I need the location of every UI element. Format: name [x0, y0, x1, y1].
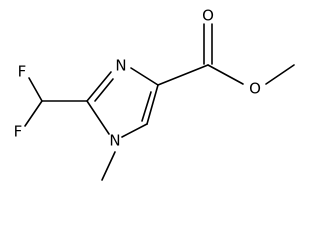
bond-c2-n3-inner	[94, 78, 114, 102]
bond-ester-o-methyl	[265, 64, 295, 85]
molecule-diagram: F F N N O O	[14, 7, 295, 181]
atom-f-left: F	[14, 123, 23, 141]
bond-n1-c2	[86, 100, 110, 135]
bond-group	[24, 23, 295, 181]
atom-n-ring-bottom: N	[109, 132, 120, 150]
atom-label-group: F F N N O O	[14, 7, 261, 150]
atom-o-ester: O	[249, 80, 261, 98]
bond-c4-c5-inner	[141, 91, 152, 122]
bond-carbonyl-ester-o	[207, 64, 244, 85]
atom-o-carbonyl: O	[202, 7, 214, 25]
bond-c2-n3-outer	[86, 71, 112, 102]
bond-n3-c4	[130, 67, 159, 86]
bond-chf2-f-top	[28, 77, 43, 102]
bond-c4-carbonyl	[157, 64, 209, 86]
bond-n1-methyl	[101, 151, 116, 181]
bond-c5-n1	[121, 123, 148, 138]
bond-chf2-f-left	[24, 100, 43, 127]
atom-n-ring-top: N	[115, 57, 126, 75]
atom-f-top: F	[18, 63, 27, 81]
bond-c4-c5-outer	[146, 84, 159, 125]
